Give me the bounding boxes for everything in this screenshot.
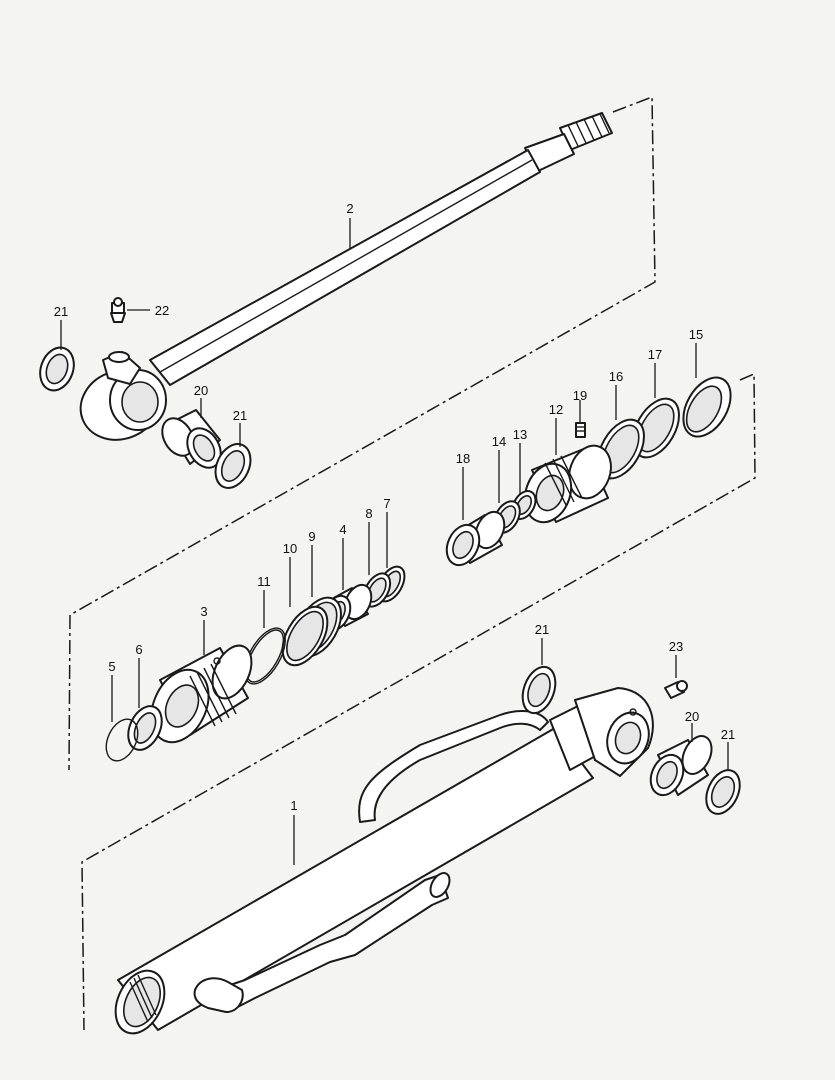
seal-ring-21-rod-eye-left: [39, 346, 75, 392]
callout-16: 16: [609, 369, 623, 384]
ring-15: [682, 376, 732, 438]
o-ring-11: [244, 627, 286, 685]
piston-12: [523, 444, 612, 524]
callout-9: 9: [308, 529, 315, 544]
bushing-20-tube: [649, 735, 713, 797]
bushing-20-rod-eye: [161, 409, 222, 469]
callout-labels: 1 2 3 4 5 6 7 8 9 10 11 12 13 14 15 16 1…: [54, 201, 735, 813]
callout-4: 4: [339, 522, 346, 537]
bushing-18: [445, 510, 506, 567]
callout-6: 6: [135, 642, 142, 657]
callout-7: 7: [383, 496, 390, 511]
callout-10: 10: [283, 541, 297, 556]
callout-21-rod-eye-left: 21: [54, 304, 68, 319]
callout-22: 22: [155, 303, 169, 318]
seal-ring-21-rod-eye-right: [214, 443, 252, 489]
piston-rod: [79, 112, 613, 441]
seal-ring-21-tube-top: [521, 665, 557, 715]
callout-23: 23: [669, 639, 683, 654]
gland-piston-frame: [81, 372, 756, 1031]
callout-19: 19: [573, 388, 587, 403]
ring-10: [281, 605, 329, 667]
callout-1: 1: [290, 798, 297, 813]
callout-20-rod-eye: 20: [194, 383, 208, 398]
callout-8: 8: [365, 506, 372, 521]
callout-21-tube-right: 21: [721, 727, 735, 742]
grease-nipple-22: [110, 297, 126, 323]
ring-5: [105, 718, 139, 762]
callout-3: 3: [200, 604, 207, 619]
callout-12: 12: [549, 402, 563, 417]
callout-21-tube-top: 21: [535, 622, 549, 637]
callout-18: 18: [456, 451, 470, 466]
set-screw-19: [575, 422, 586, 438]
callout-5: 5: [108, 659, 115, 674]
callout-15: 15: [689, 327, 703, 342]
seal-ring-21-tube-right: [705, 769, 741, 815]
rod-group-frame: [68, 95, 656, 771]
callout-11: 11: [257, 574, 271, 589]
callout-20-tube: 20: [685, 709, 699, 724]
callout-2: 2: [346, 201, 353, 216]
grease-nipple-23: [664, 680, 688, 699]
callout-13: 13: [513, 427, 527, 442]
cylinder-tube-1: [114, 687, 654, 1035]
callout-14: 14: [492, 434, 506, 449]
callout-17: 17: [648, 347, 662, 362]
callout-21-rod-eye-right: 21: [233, 408, 247, 423]
leader-lines: [60, 218, 729, 865]
cylinder-head-3: [150, 644, 253, 744]
